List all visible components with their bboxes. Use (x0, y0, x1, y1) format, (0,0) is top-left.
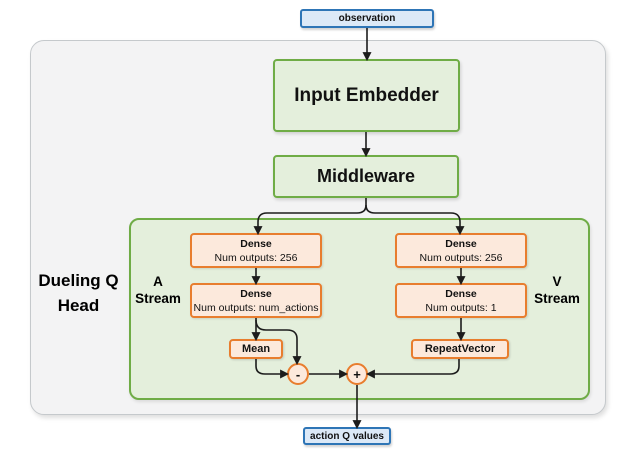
action-q-values-node: action Q values (303, 427, 391, 445)
a-dense-2-title: Dense (240, 287, 272, 300)
repeat-vector-node: RepeatVector (411, 339, 509, 359)
dueling-q-head-label: Dueling Q Head (38, 271, 119, 315)
repeat-vector-label: RepeatVector (424, 343, 496, 355)
add-op-label: + (353, 366, 361, 382)
subtract-op-node: - (287, 363, 309, 385)
mean-label: Mean (241, 343, 271, 355)
v-dense-2-subtitle: Num outputs: 1 (425, 301, 497, 314)
action-q-values-label: action Q values (310, 430, 384, 442)
a-dense-1-subtitle: Num outputs: 256 (214, 251, 298, 264)
v-stream-label: V Stream (534, 274, 580, 306)
add-op-node: + (346, 363, 368, 385)
subtract-op-label: - (295, 366, 301, 382)
middleware-node: Middleware (273, 155, 459, 198)
observation-label: observation (338, 13, 396, 24)
v-dense-2-title: Dense (445, 287, 477, 300)
v-dense-2-node: Dense Num outputs: 1 (395, 283, 527, 318)
a-dense-1-node: Dense Num outputs: 256 (190, 233, 322, 268)
a-dense-1-title: Dense (240, 237, 272, 250)
middleware-label: Middleware (316, 166, 416, 186)
v-dense-1-subtitle: Num outputs: 256 (419, 251, 503, 264)
a-stream-label: A Stream (135, 274, 181, 306)
v-dense-1-node: Dense Num outputs: 256 (395, 233, 527, 268)
a-dense-2-subtitle: Num outputs: num_actions (193, 301, 319, 314)
observation-node: observation (300, 9, 434, 28)
v-dense-1-title: Dense (445, 237, 477, 250)
input-embedder-node: Input Embedder (273, 59, 460, 132)
input-embedder-label: Input Embedder (294, 84, 439, 106)
mean-node: Mean (229, 339, 283, 359)
a-dense-2-node: Dense Num outputs: num_actions (190, 283, 322, 318)
